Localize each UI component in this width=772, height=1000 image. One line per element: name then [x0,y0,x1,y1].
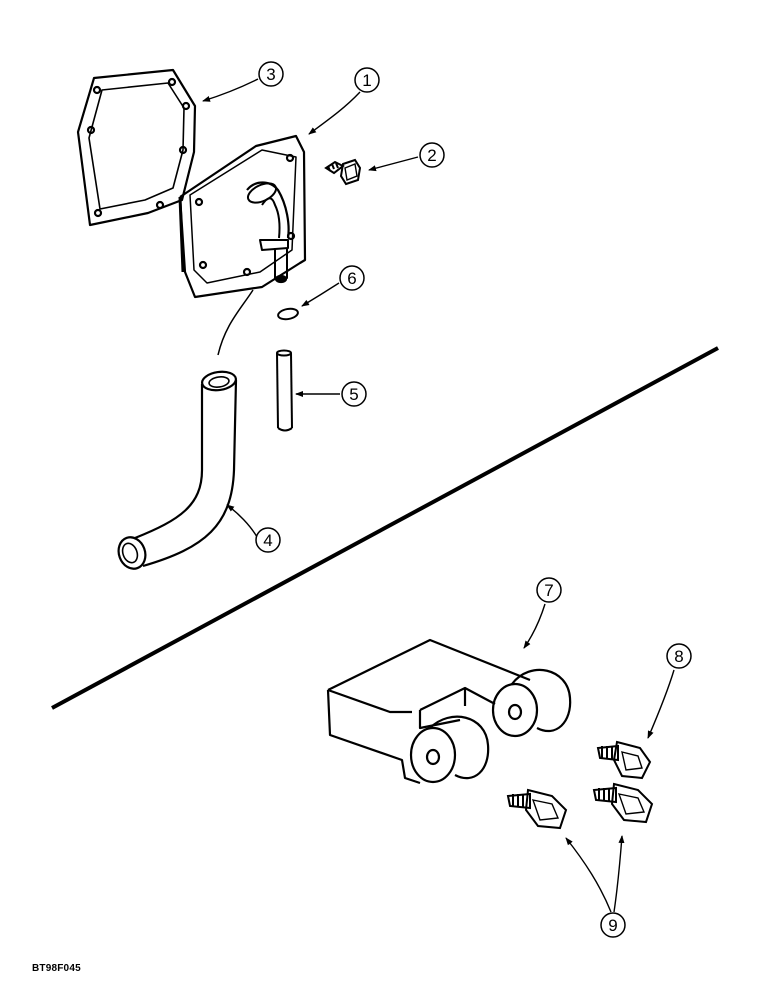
section-divider-line [51,346,719,710]
callout-5-label: 5 [349,385,358,404]
leader-8 [647,669,675,739]
bolt-part-9b [592,782,654,824]
leader-9a [565,837,612,913]
leader-lines [202,78,675,913]
callout-2: 2 [419,142,445,168]
leader-1 [308,91,361,135]
bolt-part-2 [324,158,362,186]
callout-5: 5 [341,381,367,407]
callout-1-label: 1 [362,71,371,90]
tube-part [276,349,293,432]
hose-part [117,370,238,570]
leader-9b [613,835,625,913]
callout-4: 4 [255,527,281,553]
hose-connection-line [217,289,254,356]
callout-6: 6 [339,265,365,291]
leader-2 [368,156,419,172]
callout-9-label: 9 [608,916,617,935]
callout-8-label: 8 [674,647,683,666]
callout-1: 1 [354,67,380,93]
leader-7 [523,603,546,649]
bracket-part [326,638,572,785]
callout-3-label: 3 [266,65,275,84]
callout-2-label: 2 [427,146,436,165]
bolt-part-9a [506,788,568,830]
cover-plate-part [178,134,307,299]
leader-3 [202,78,259,102]
callout-7: 7 [536,577,562,603]
callout-6-label: 6 [347,269,356,288]
gasket-part [76,68,197,227]
callout-9: 9 [600,912,626,938]
callout-4-label: 4 [263,531,272,550]
callout-8: 8 [666,643,692,669]
callout-7-label: 7 [544,581,553,600]
leader-6 [301,282,340,307]
leader-4 [226,504,258,538]
callout-3: 3 [258,61,284,87]
clamp-part [277,307,299,321]
bolt-part-8 [596,740,652,780]
figure-code: BT98F045 [32,963,81,974]
